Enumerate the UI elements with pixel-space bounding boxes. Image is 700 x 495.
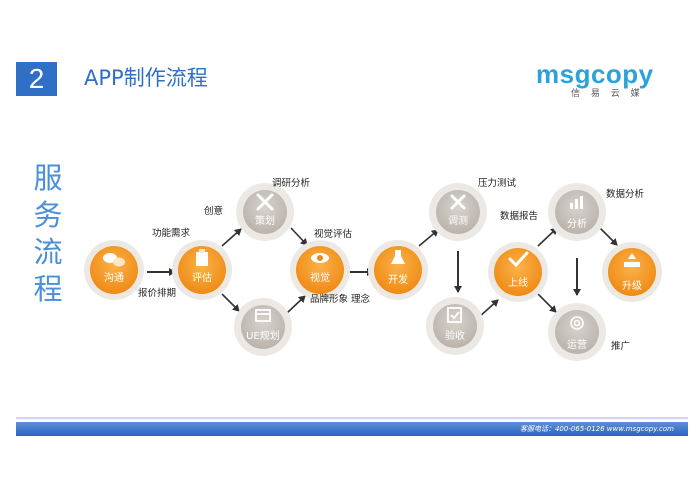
section-number-badge: 2 (16, 62, 57, 96)
arrow-cehua-shijue (290, 227, 308, 246)
annotation-yali: 压力测试 (478, 177, 517, 189)
node-kaifa: 开发 (368, 240, 428, 300)
arrow-fenxi-shengji (599, 227, 618, 246)
pencil-ruler-icon (256, 193, 274, 211)
node-shijue: 视觉 (290, 240, 350, 300)
node-cehua: 策划 (236, 183, 294, 241)
clipboard-icon (196, 249, 208, 266)
annotation-tuiguang: 推广 (611, 340, 630, 352)
annotations: 功能需求 报价排期 创意 调研分析 视觉评估 品牌形象 理念 压力测试 数据报告… (138, 177, 645, 352)
annotation-shujufenxi: 数据分析 (606, 188, 645, 200)
annotation-gongneng: 功能需求 (152, 227, 191, 239)
node-uesheji: UE规划 (234, 298, 292, 356)
annotation-diaoyan: 调研分析 (272, 177, 311, 189)
brand-name: msgcopy (536, 59, 654, 89)
node-label: 评估 (192, 271, 212, 284)
arrow-pinggu-ue (221, 293, 240, 312)
node-shengji: 升级 (602, 242, 662, 302)
annotation-chuangyi: 创意 (204, 205, 223, 217)
node-label: 上线 (508, 276, 528, 289)
annotation-baojia: 报价排期 (138, 287, 176, 299)
node-label: 策划 (255, 214, 275, 227)
brand-logo: msgcopy 信 易 云 媒 (536, 59, 676, 99)
upload-icon (624, 253, 640, 267)
arrow-pinggu-cehua (221, 228, 242, 247)
checklist-icon (447, 307, 462, 323)
arrow-ue-shijue (286, 295, 306, 314)
node-label: 调测 (448, 214, 468, 227)
side-title-char: 程 (33, 272, 63, 306)
node-label: 运营 (567, 338, 587, 351)
side-title-char: 服 (33, 161, 63, 195)
annotation-shijuepinggu: 视觉评估 (314, 228, 353, 240)
chat-icon (103, 253, 125, 267)
node-pinggu: 评估 (172, 240, 232, 300)
side-title-char: 流 (33, 235, 63, 269)
node-goutong: 沟通 (84, 240, 144, 300)
node-label: 视觉 (310, 271, 330, 284)
node-yanshou: 验收 (426, 297, 484, 355)
arrow-shangxian-yunying (537, 293, 557, 313)
node-label: 验收 (445, 329, 465, 342)
node-tiaoce: 调测 (429, 183, 487, 241)
bar-chart-icon (570, 196, 583, 209)
annotation-shujubaogao: 数据报告 (500, 210, 538, 222)
layout-icon (255, 309, 271, 322)
footer-bar (16, 422, 688, 436)
node-shangxian: 上线 (488, 242, 548, 302)
page-title: APP制作流程 (84, 66, 208, 90)
annotation-pinpai: 品牌形象 理念 (310, 293, 371, 305)
side-title: 服 务 流 程 (30, 160, 66, 308)
side-title-char: 务 (33, 198, 63, 232)
flask-icon (391, 250, 405, 264)
tools-icon (450, 194, 466, 210)
node-label: 开发 (388, 273, 408, 286)
arrow-shangxian-fenxi (537, 227, 558, 247)
footer-contact: 客服电话：400-065-0126 www.msgcopy.com (519, 425, 674, 433)
arrow-kaifa-tiaoce (418, 229, 439, 247)
node-label: 升级 (622, 280, 642, 292)
footer-divider (16, 417, 688, 419)
node-label: 沟通 (104, 271, 124, 284)
brand-subtitle: 信 易 云 媒 (571, 89, 644, 99)
eye-icon (311, 253, 329, 263)
check-icon (508, 251, 529, 268)
node-label: UE规划 (246, 329, 280, 342)
node-fenxi: 分析 (548, 183, 606, 241)
node-label: 分析 (567, 217, 587, 230)
node-yunying: 运营 (548, 303, 606, 361)
target-icon (570, 316, 584, 330)
